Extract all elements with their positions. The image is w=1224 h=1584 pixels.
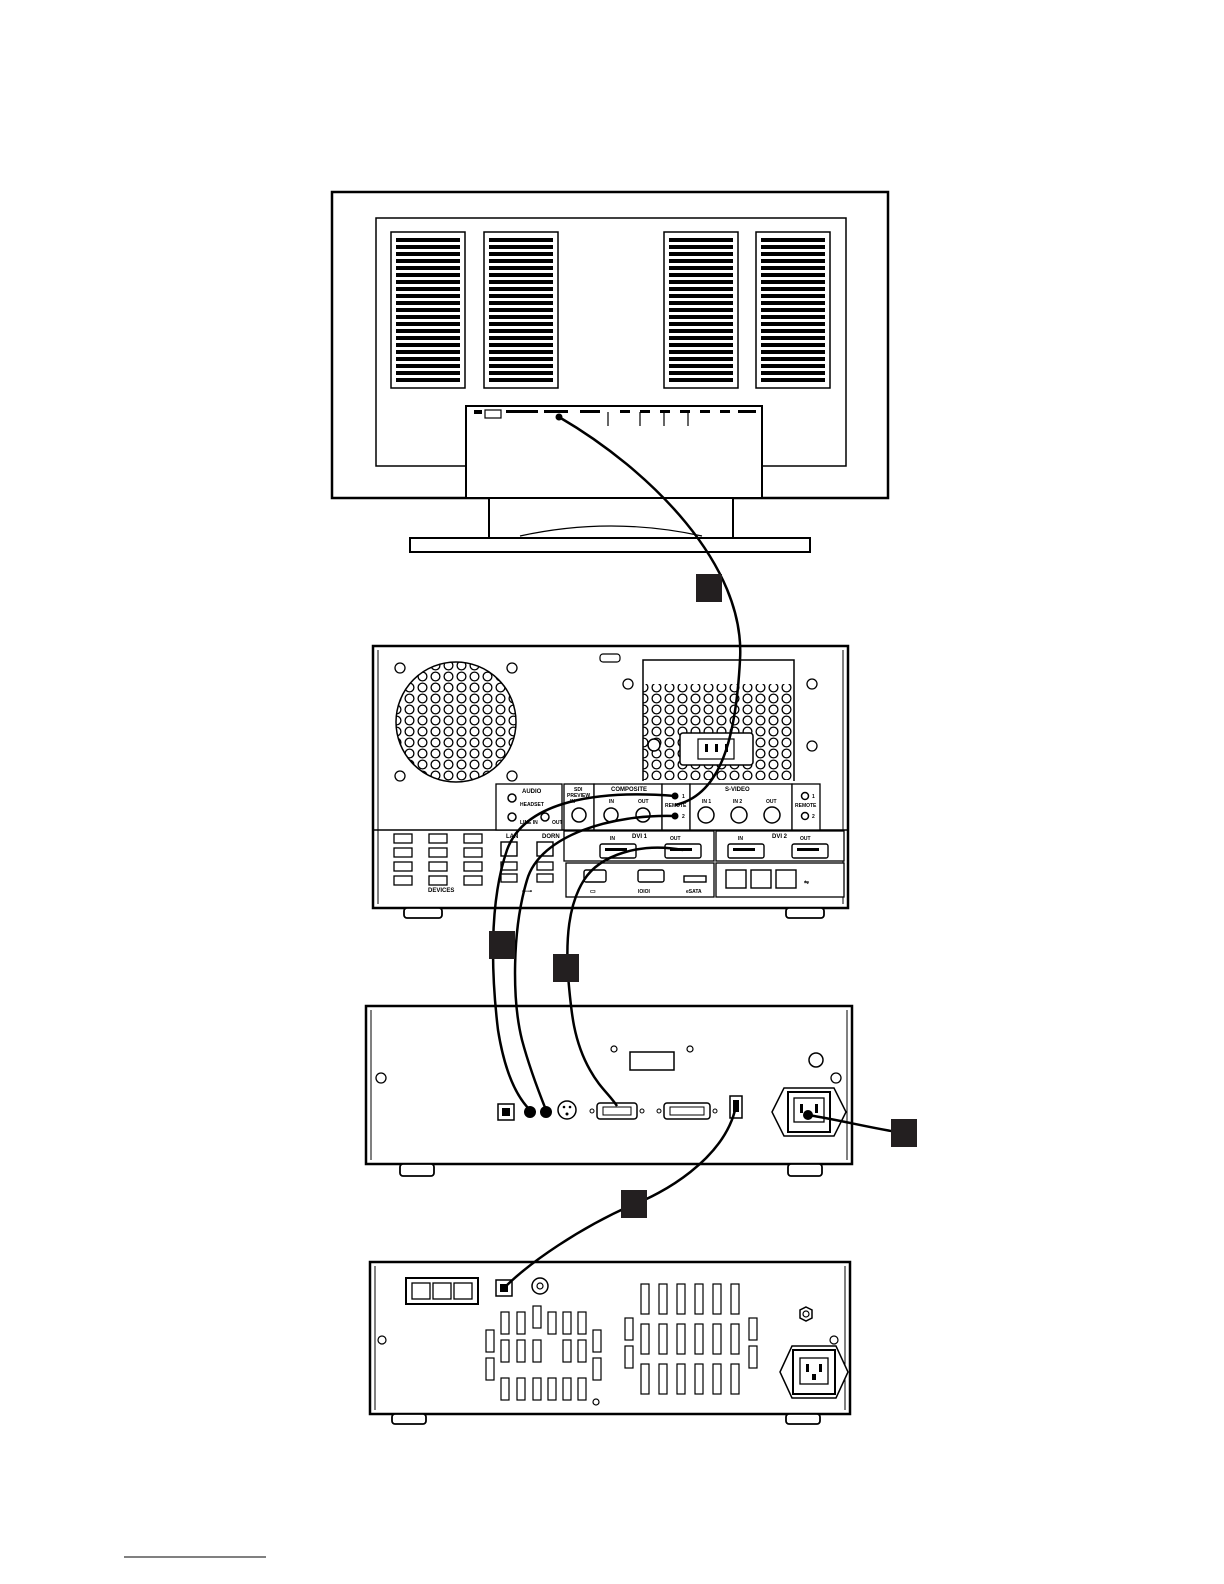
headset-label: HEADSET	[520, 802, 544, 808]
dorn-label: DORN	[542, 834, 560, 840]
svideo-in1-label: IN 1	[702, 799, 711, 805]
monitor-rear-view	[332, 192, 888, 552]
callout-2	[489, 931, 515, 959]
audio-label: AUDIO	[522, 789, 542, 795]
remote-1-number: 1	[682, 794, 685, 800]
dorn-port[interactable]	[537, 842, 553, 856]
callout-3	[553, 954, 579, 982]
remote-in-jack[interactable]	[524, 1106, 536, 1118]
audio-out-label: OUT	[552, 820, 563, 826]
svideo-label: S-VIDEO	[725, 787, 750, 793]
svideo-port[interactable]	[558, 1101, 576, 1119]
ground-screw-icon	[648, 739, 660, 751]
monitor-icon: ▭	[590, 889, 596, 895]
workstation-fan-vent	[396, 662, 516, 782]
dvi1-label: DVI 1	[632, 834, 648, 840]
middle-unit-power-inlet	[772, 1088, 846, 1136]
network-icon: ⇋	[804, 878, 809, 886]
serial-port[interactable]	[638, 870, 664, 882]
monitor-vent-grille-4	[756, 232, 830, 388]
monitor-connector-bay	[466, 406, 762, 498]
remote-b-label: REMOTE	[795, 803, 817, 809]
monitor-vent-grille-2	[484, 232, 558, 388]
callout-1	[696, 574, 722, 602]
callout-5	[621, 1190, 647, 1218]
monitor-stand	[410, 498, 810, 552]
printer-power-inlet	[780, 1346, 848, 1398]
svideo-out-label: OUT	[766, 799, 777, 805]
monitor-vent-grille-3	[664, 232, 738, 388]
monitor-vent-grille-1	[391, 232, 465, 388]
bottom-unit-rear-view	[370, 1262, 850, 1424]
serial-port-icon: IOIOI	[638, 889, 651, 895]
composite-label: COMPOSITE	[611, 787, 647, 793]
devices-label: DEVICES	[428, 888, 454, 894]
workstation-foot-right	[786, 908, 824, 918]
remote-b-2-number: 2	[812, 814, 815, 820]
dvi2-label: DVI 2	[772, 834, 788, 840]
composite-out-label: OUT	[638, 799, 649, 805]
dvi1-in-label: IN	[610, 836, 615, 842]
callout-4	[891, 1119, 917, 1147]
svideo-in2-label: IN 2	[733, 799, 742, 805]
workstation-foot-left	[404, 908, 442, 918]
usb-devices-panel: DEVICES	[394, 834, 482, 894]
esata-port[interactable]	[684, 876, 706, 882]
composite-in-label: IN	[609, 799, 614, 805]
dvi2-in-label: IN	[738, 836, 743, 842]
dvi1-out-label: OUT	[670, 836, 681, 842]
remote-2-number: 2	[682, 814, 685, 820]
esata-label: eSATA	[686, 889, 702, 895]
middle-unit-rear-view	[366, 1006, 852, 1176]
workstation-rear-view: AUDIO HEADSET LINE IN OUT SDI PREVIEW IN…	[373, 646, 848, 918]
dvi2-out-label: OUT	[800, 836, 811, 842]
remote-b-1-number: 1	[812, 794, 815, 800]
